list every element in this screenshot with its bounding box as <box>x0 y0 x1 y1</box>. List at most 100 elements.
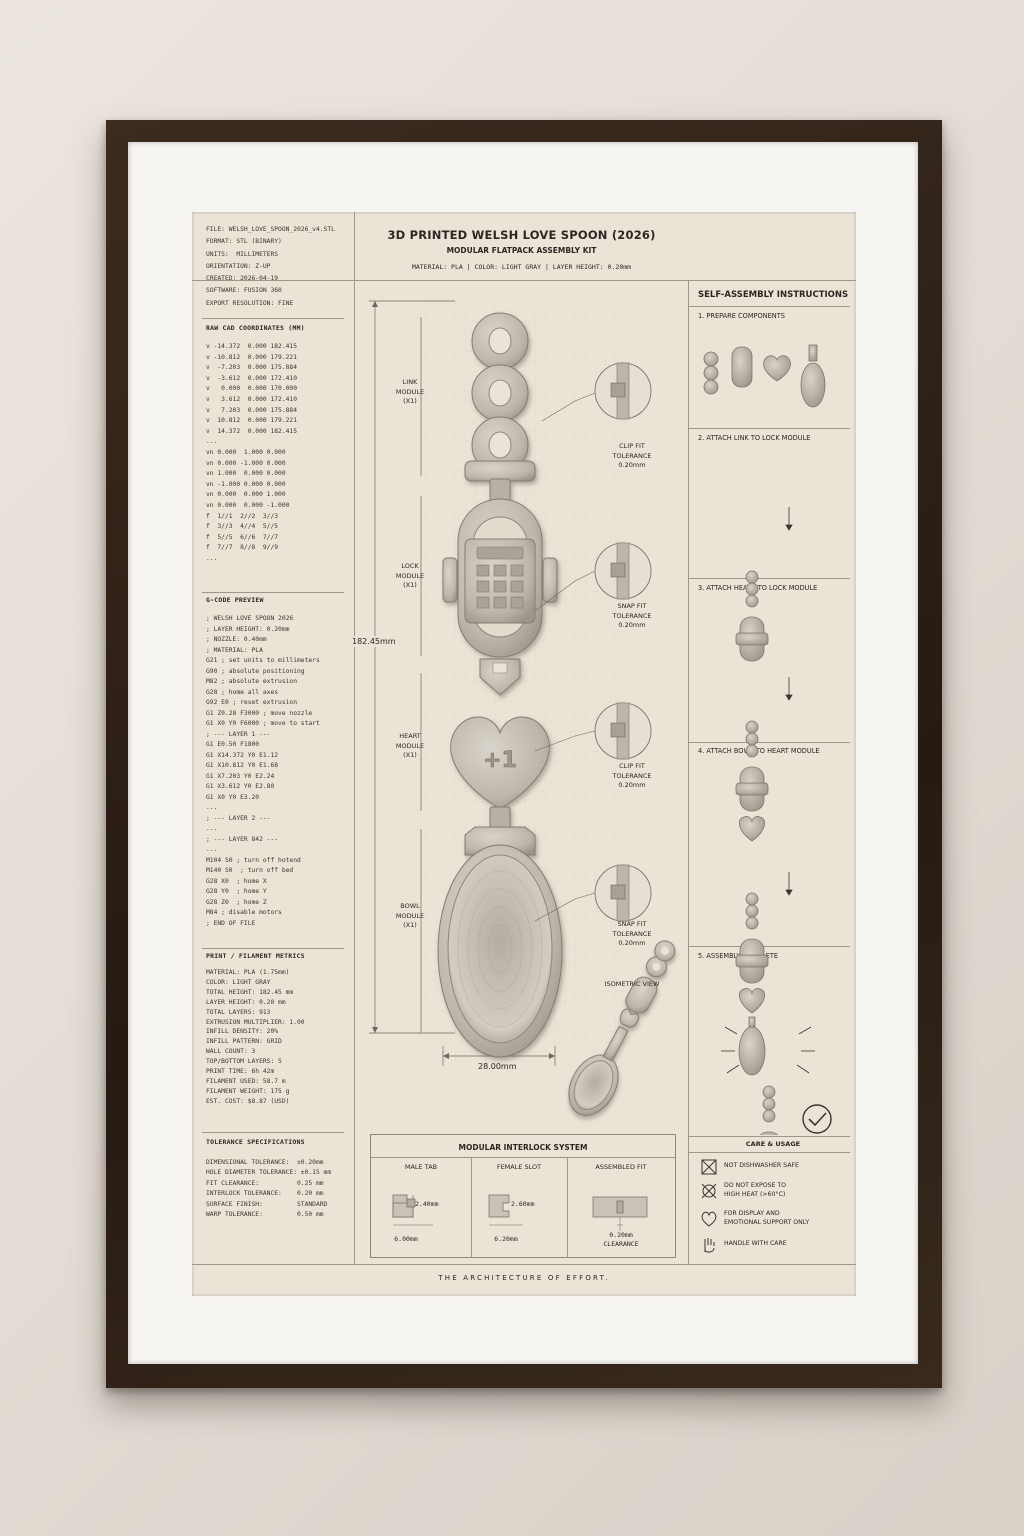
code-line: COLOR: LIGHT GRAY <box>206 978 271 986</box>
code-line: ... <box>206 804 218 811</box>
code-line: v -10.812 0.000 179.221 <box>206 353 297 361</box>
code-line: v -7.203 0.000 175.884 <box>206 364 297 372</box>
assembly-part <box>735 632 769 646</box>
assembly-steps <box>703 344 832 1135</box>
code-line: G1 X0 Y0 E3.20 <box>206 793 260 801</box>
code-line: v 3.612 0.000 172.410 <box>206 395 297 403</box>
code-line: TOTAL LAYERS: 913 <box>206 1008 271 1016</box>
assembly-part <box>745 892 759 906</box>
male-tab-dim: 2.40mm <box>415 1200 439 1208</box>
code-line: HOLE DIAMETER TOLERANCE: ±0.15 mm <box>206 1169 332 1177</box>
heart-engraving: +1 <box>483 748 517 773</box>
code-line: G1 X10.812 Y0 E1.68 <box>206 762 279 769</box>
code-line: G1 X3.612 Y0 E2.80 <box>206 783 275 790</box>
file-meta-line: CREATED: 2026-04-19 <box>206 275 279 283</box>
code-line: ; --- LAYER 842 --- <box>206 835 279 843</box>
cad-title: RAW CAD COORDINATES (MM) <box>206 324 305 332</box>
code-line: ... <box>206 438 218 446</box>
no-heat-icon <box>701 1183 717 1199</box>
assembly-part <box>735 954 769 968</box>
assembly-part <box>738 988 766 1014</box>
file-meta-line: FORMAT: STL (BINARY) <box>206 238 282 246</box>
code-line: FILAMENT USED: 58.7 m <box>206 1077 286 1085</box>
interlock-panel: MODULAR INTERLOCK SYSTEM MALE TAB FEMALE… <box>370 1134 676 1258</box>
male-tab-width: 6.00mm <box>394 1235 418 1243</box>
code-line: ; MATERIAL: PLA <box>206 646 263 654</box>
code-line: G1 X14.372 Y0 E1.12 <box>206 751 279 759</box>
code-line: vn -1.000 0.000 0.000 <box>206 480 286 488</box>
code-line: v -3.612 0.000 172.410 <box>206 374 297 382</box>
code-line: DIMENSIONAL TOLERANCE: ±0.20mm <box>206 1159 324 1166</box>
code-line: vn 0.000 0.000 -1.000 <box>206 501 290 509</box>
code-line: ... <box>206 825 218 832</box>
module-label-lock: LOCK MODULE (X1) <box>395 562 425 589</box>
code-line: G1 E0.50 F1800 <box>206 741 260 748</box>
callout-label: SNAP FIT TOLERANCE 0.20mm <box>612 920 652 947</box>
code-line: G28 X0 ; home X <box>206 877 267 885</box>
code-line: FILAMENT WEIGHT: 175 g <box>206 1087 290 1095</box>
code-line: G28 Z0 ; home Z <box>206 898 267 906</box>
female-slot-width: 6.20mm <box>494 1235 518 1243</box>
gcode-title: G-CODE PREVIEW <box>206 596 264 604</box>
assembly-part <box>738 816 766 842</box>
care-text: NOT DISHWASHER SAFE <box>724 1162 799 1169</box>
code-line: SURFACE FINISH: STANDARD <box>206 1200 328 1208</box>
instructions-title: SELF-ASSEMBLY INSTRUCTIONS <box>698 290 849 300</box>
cad-coordinates: v -14.372 0.000 182.415 v -10.812 0.000 1… <box>206 342 297 564</box>
female-slot-dim: 2.60mm <box>511 1200 535 1208</box>
code-line: WARP TOLERANCE: 0.50 mm <box>206 1211 324 1219</box>
code-line: G90 ; absolute positioning <box>206 667 305 675</box>
code-line: v 14.372 0.000 182.415 <box>206 427 297 435</box>
assembly-part <box>762 1109 776 1123</box>
hand-icon <box>704 1238 715 1253</box>
code-line: ... <box>206 846 218 853</box>
code-line: ; --- LAYER 2 --- <box>206 814 271 822</box>
code-line: G1 X7.203 Y0 E2.24 <box>206 772 275 780</box>
footer-tagline: THE ARCHITECTURE OF EFFORT. <box>438 1274 610 1282</box>
code-line: f 7//7 8//8 9//9 <box>206 544 279 552</box>
file-meta-line: UNITS: MILLIMETERS <box>206 250 279 258</box>
code-line: M140 S0 ; turn off bed <box>206 867 294 874</box>
code-line: f 3//3 4//4 5//5 <box>206 523 279 531</box>
file-meta-line: FILE: WELSH_LOVE_SPOON_2026_v4.STL <box>206 226 335 233</box>
interlock-col-head: FEMALE SLOT <box>496 1163 542 1171</box>
care-title: CARE & USAGE <box>745 1140 801 1148</box>
interlock-title: MODULAR INTERLOCK SYSTEM <box>458 1143 588 1152</box>
poster-subtitle: MODULAR FLATPACK ASSEMBLY KIT <box>446 246 597 255</box>
assembly-part <box>762 1085 776 1099</box>
gcode-preview: ; WELSH LOVE SPOON 2026; LAYER HEIGHT: 0… <box>206 614 320 929</box>
interlock-diagram <box>392 1194 648 1231</box>
code-line: ; END OF FILE <box>206 919 256 927</box>
code-line: G21 ; set units to millimeters <box>206 657 320 664</box>
no-dishwasher-icon <box>701 1159 717 1175</box>
assembly-part <box>735 782 769 796</box>
step-label: 2. ATTACH LINK TO LOCK MODULE <box>698 434 811 442</box>
assembly-part <box>745 904 759 918</box>
code-line: INFILL DENSITY: 20% <box>206 1028 279 1036</box>
care-text: FOR DISPLAY AND EMOTIONAL SUPPORT ONLY <box>724 1210 810 1226</box>
poster: FILE: WELSH_LOVE_SPOON_2026_v4.STL FORMA… <box>192 212 856 1296</box>
tolerance-detail-callout <box>594 362 652 420</box>
tolerance-detail-callout <box>594 864 652 922</box>
material-specs: MATERIAL: PLA | COLOR: LIGHT GRAY | LAYE… <box>411 263 632 271</box>
assembly-part <box>748 1016 756 1028</box>
code-line: INFILL PATTERN: GRID <box>206 1038 282 1046</box>
code-line: M104 S0 ; turn off hotend <box>206 856 301 864</box>
code-line: v -14.372 0.000 182.415 <box>206 343 297 350</box>
code-line: v 10.812 0.000 179.221 <box>206 417 297 425</box>
isometric-label: ISOMETRIC VIEW <box>604 980 660 988</box>
assembly-part <box>738 1026 766 1076</box>
code-line: INTERLOCK TOLERANCE: 0.20 mm <box>206 1190 324 1198</box>
assembly-part <box>745 732 759 746</box>
code-line: M84 ; disable motors <box>206 909 282 916</box>
file-meta: FILE: WELSH_LOVE_SPOON_2026_v4.STL FORMA… <box>206 224 335 310</box>
code-line: WALL COUNT: 3 <box>206 1048 256 1056</box>
care-text: HANDLE WITH CARE <box>724 1240 787 1247</box>
code-line: MATERIAL: PLA (1.75mm) <box>206 969 290 976</box>
module-label-heart: HEART MODULE (X1) <box>395 732 425 759</box>
callout-label: CLIP FIT TOLERANCE 0.20mm <box>612 762 652 789</box>
assembly-part <box>745 916 759 930</box>
tolerance-title: TOLERANCE SPECIFICATIONS <box>206 1138 305 1146</box>
width-dimension: 28.00mm <box>478 1062 517 1071</box>
